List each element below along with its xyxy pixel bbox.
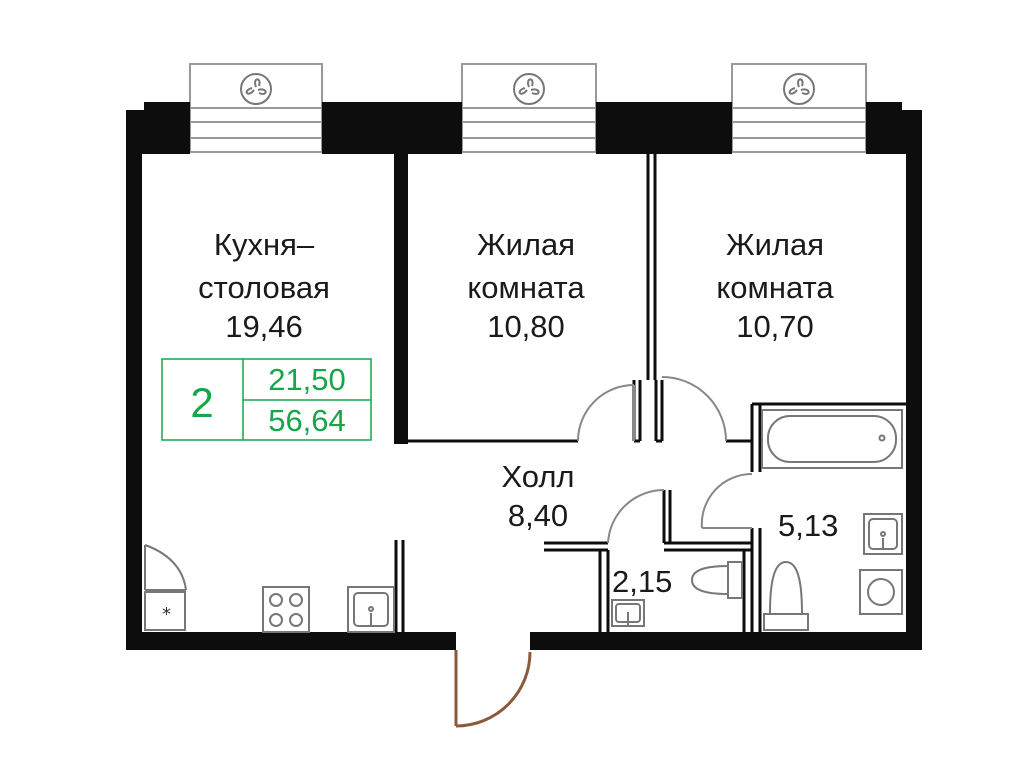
room-kitchen-name-line1: Кухня– — [214, 227, 315, 262]
sink-icon — [863, 513, 903, 555]
svg-text:*: * — [162, 604, 171, 625]
outer-walls — [126, 102, 922, 650]
fan-icon — [783, 73, 815, 105]
area-summary-badge: 2 21,50 56,64 — [161, 358, 372, 441]
boiler-icon: * — [144, 544, 187, 631]
living-area: 21,50 — [268, 362, 346, 397]
room-living1-name-line2: комната — [467, 270, 585, 305]
window-left — [189, 63, 323, 153]
room-living1: Жилая комната 10,80 — [467, 227, 585, 344]
stove-icon — [262, 586, 310, 633]
toilet-icon — [690, 561, 743, 599]
room-kitchen-area: 19,46 — [225, 309, 303, 344]
room-living1-area: 10,80 — [487, 309, 565, 344]
fan-icon — [240, 73, 272, 105]
thin-partitions — [394, 154, 906, 632]
room-hall-area: 8,40 — [508, 498, 568, 533]
bathtub-icon — [761, 409, 903, 469]
sink-icon — [611, 599, 645, 627]
room-living2-name-line2: комната — [716, 270, 834, 305]
entry-door — [454, 650, 532, 728]
room-living1-name-line1: Жилая — [477, 227, 575, 262]
room-living2-name-line1: Жилая — [726, 227, 824, 262]
window-right — [731, 63, 867, 153]
interior-walls — [394, 152, 408, 444]
room-kitchen: Кухня– столовая 19,46 — [198, 227, 330, 344]
window-middle — [461, 63, 597, 153]
rooms-count: 2 — [190, 379, 213, 426]
room-hall-name: Холл — [501, 459, 574, 494]
room-living2-area: 10,70 — [736, 309, 814, 344]
toilet-icon — [763, 560, 809, 631]
doors — [577, 376, 753, 544]
washing-machine-icon — [859, 569, 903, 615]
sink-icon — [347, 586, 395, 633]
room-kitchen-name-line2: столовая — [198, 270, 330, 305]
room-living2: Жилая комната 10,70 — [716, 227, 834, 344]
room-wc-area: 2,15 — [612, 564, 672, 599]
fan-icon — [513, 73, 545, 105]
room-hall: Холл 8,40 — [501, 459, 574, 533]
room-bathroom-area: 5,13 — [778, 508, 838, 543]
total-area: 56,64 — [268, 403, 346, 438]
